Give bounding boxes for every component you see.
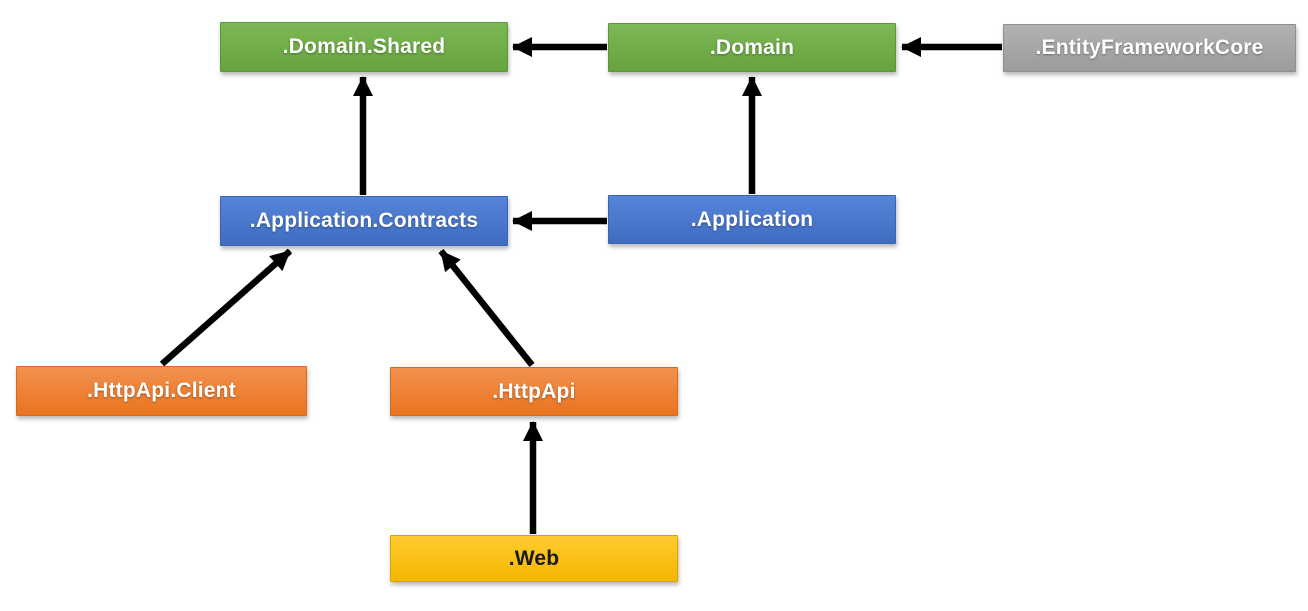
node-web-label: .Web <box>508 546 560 570</box>
node-application-contracts-label: .Application.Contracts <box>249 209 479 232</box>
node-application: .Application <box>608 195 896 244</box>
edge-httpapi-client-to-application-contracts <box>159 248 293 367</box>
node-domain-label: .Domain <box>709 35 795 59</box>
node-domain-shared-label: .Domain.Shared <box>282 35 446 58</box>
node-httpapi: .HttpApi <box>390 367 678 416</box>
node-entity-framework-core-label: .EntityFrameworkCore <box>1035 36 1264 59</box>
node-httpapi-client-label: .HttpApi.Client <box>87 379 236 402</box>
node-application-label: .Application <box>690 207 814 231</box>
node-application-contracts: .Application.Contracts <box>220 196 508 246</box>
node-domain-shared: .Domain.Shared <box>220 22 508 72</box>
edge-httpapi-to-application-contracts <box>438 248 535 368</box>
node-entity-framework-core: .EntityFrameworkCore <box>1003 24 1296 72</box>
node-httpapi-client: .HttpApi.Client <box>16 366 307 416</box>
node-httpapi-label: .HttpApi <box>492 379 576 403</box>
node-domain: .Domain <box>608 23 896 72</box>
node-web: .Web <box>390 535 678 582</box>
